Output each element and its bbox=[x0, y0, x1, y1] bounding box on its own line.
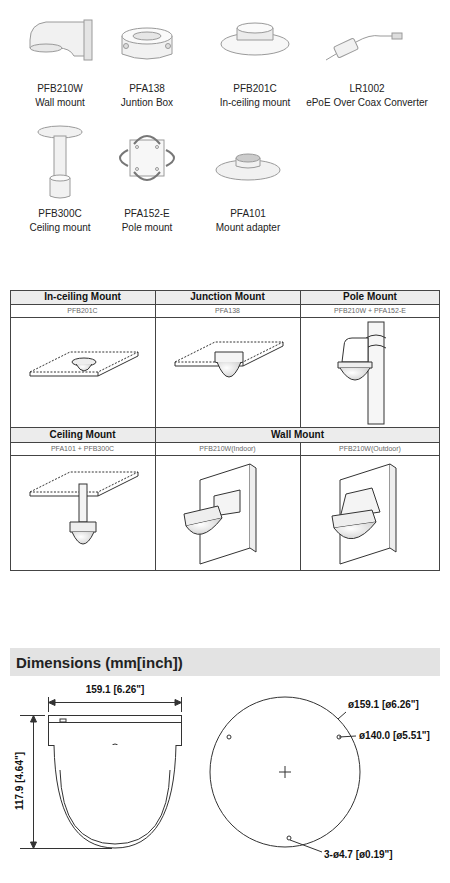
part-name: Ceiling mount bbox=[29, 222, 90, 234]
dimension: 117.9 [4.64"] bbox=[14, 752, 26, 810]
part-name: ePoE Over Coax Converter bbox=[306, 97, 428, 109]
part-name: In-ceiling mount bbox=[220, 97, 291, 109]
cell-text: Pole Mount bbox=[343, 292, 397, 302]
part-number: PFB300C bbox=[38, 208, 81, 220]
dimension: ø140.0 [ø5.51"] bbox=[359, 730, 430, 742]
model-cell: PFB201C bbox=[10, 304, 155, 317]
part-number: PFB210W bbox=[37, 83, 83, 95]
mount-pictures bbox=[30, 322, 396, 564]
part-number: PFA138 bbox=[129, 83, 165, 95]
model-cell: PFB210W(Indoor) bbox=[155, 442, 300, 455]
header-cell: Junction Mount bbox=[155, 290, 300, 304]
cell-text: PFA138 bbox=[215, 307, 240, 314]
cell-text: PFA101 + PFB300C bbox=[51, 445, 114, 452]
cell-text: Junction Mount bbox=[190, 292, 264, 302]
cell-text: PFB201C bbox=[67, 307, 97, 314]
cell-text: PFB210W(Indoor) bbox=[199, 445, 255, 452]
cell-text: PFB210W + PFA152-E bbox=[334, 307, 406, 314]
part-number: PFB201C bbox=[233, 83, 276, 95]
header-cell: Ceiling Mount bbox=[10, 427, 155, 442]
side-view bbox=[20, 697, 182, 849]
top-view bbox=[210, 697, 360, 852]
model-cell: PFB210W + PFA152-E bbox=[300, 304, 440, 317]
cell-text: Dimensions (mm[inch]) bbox=[16, 655, 183, 670]
header-cell: Pole Mount bbox=[300, 290, 440, 304]
accessory-icons bbox=[30, 20, 402, 198]
dimension: 159.1 [6.26"] bbox=[86, 684, 145, 696]
cell-text: Ceiling Mount bbox=[49, 430, 115, 440]
header-cell: In-ceiling Mount bbox=[10, 290, 155, 304]
dimension: ø159.1 [ø6.26"] bbox=[348, 699, 419, 711]
part-number: PFA101 bbox=[230, 208, 266, 220]
cell-text: Wall Mount bbox=[271, 430, 324, 440]
model-cell: PFB210W(Outdoor) bbox=[300, 442, 440, 455]
part-name: Juntion Box bbox=[121, 97, 173, 109]
section-heading: Dimensions (mm[inch]) bbox=[10, 648, 440, 676]
part-number: LR1002 bbox=[349, 83, 384, 95]
mount-table bbox=[10, 290, 440, 571]
cell-text: In-ceiling Mount bbox=[44, 292, 121, 302]
section-band bbox=[10, 648, 440, 676]
model-cell: PFA138 bbox=[155, 304, 300, 317]
part-name: Wall mount bbox=[35, 97, 85, 109]
dimension: 3-ø4.7 [ø0.19"] bbox=[324, 849, 393, 861]
part-name: Pole mount bbox=[122, 222, 173, 234]
cell-text: PFB210W(Outdoor) bbox=[339, 445, 401, 452]
part-number: PFA152-E bbox=[124, 208, 170, 220]
header-cell: Wall Mount bbox=[155, 427, 440, 442]
model-cell: PFA101 + PFB300C bbox=[10, 442, 155, 455]
part-name: Mount adapter bbox=[216, 222, 281, 234]
